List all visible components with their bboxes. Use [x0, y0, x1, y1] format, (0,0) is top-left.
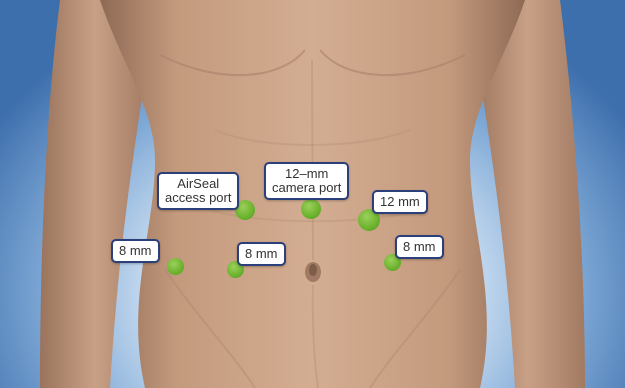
right-12mm-label-text: 12 mm — [380, 195, 420, 209]
left-8mm-port-marker — [167, 258, 184, 275]
right-12mm-label: 12 mm — [372, 190, 428, 214]
camera-port-marker — [301, 199, 321, 219]
center-8mm-label-text: 8 mm — [245, 247, 278, 261]
airseal-label-line1: AirSeal — [165, 177, 231, 191]
camera-label-line1: 12–mm — [272, 167, 341, 181]
right-8mm-label-text: 8 mm — [403, 240, 436, 254]
left-8mm-label-text: 8 mm — [119, 244, 152, 258]
left-8mm-label: 8 mm — [111, 239, 160, 263]
airseal-port-label: AirSeal access port — [157, 172, 239, 210]
center-8mm-label: 8 mm — [237, 242, 286, 266]
airseal-label-line2: access port — [165, 191, 231, 205]
right-8mm-label: 8 mm — [395, 235, 444, 259]
camera-port-label: 12–mm camera port — [264, 162, 349, 200]
camera-label-line2: camera port — [272, 181, 341, 195]
